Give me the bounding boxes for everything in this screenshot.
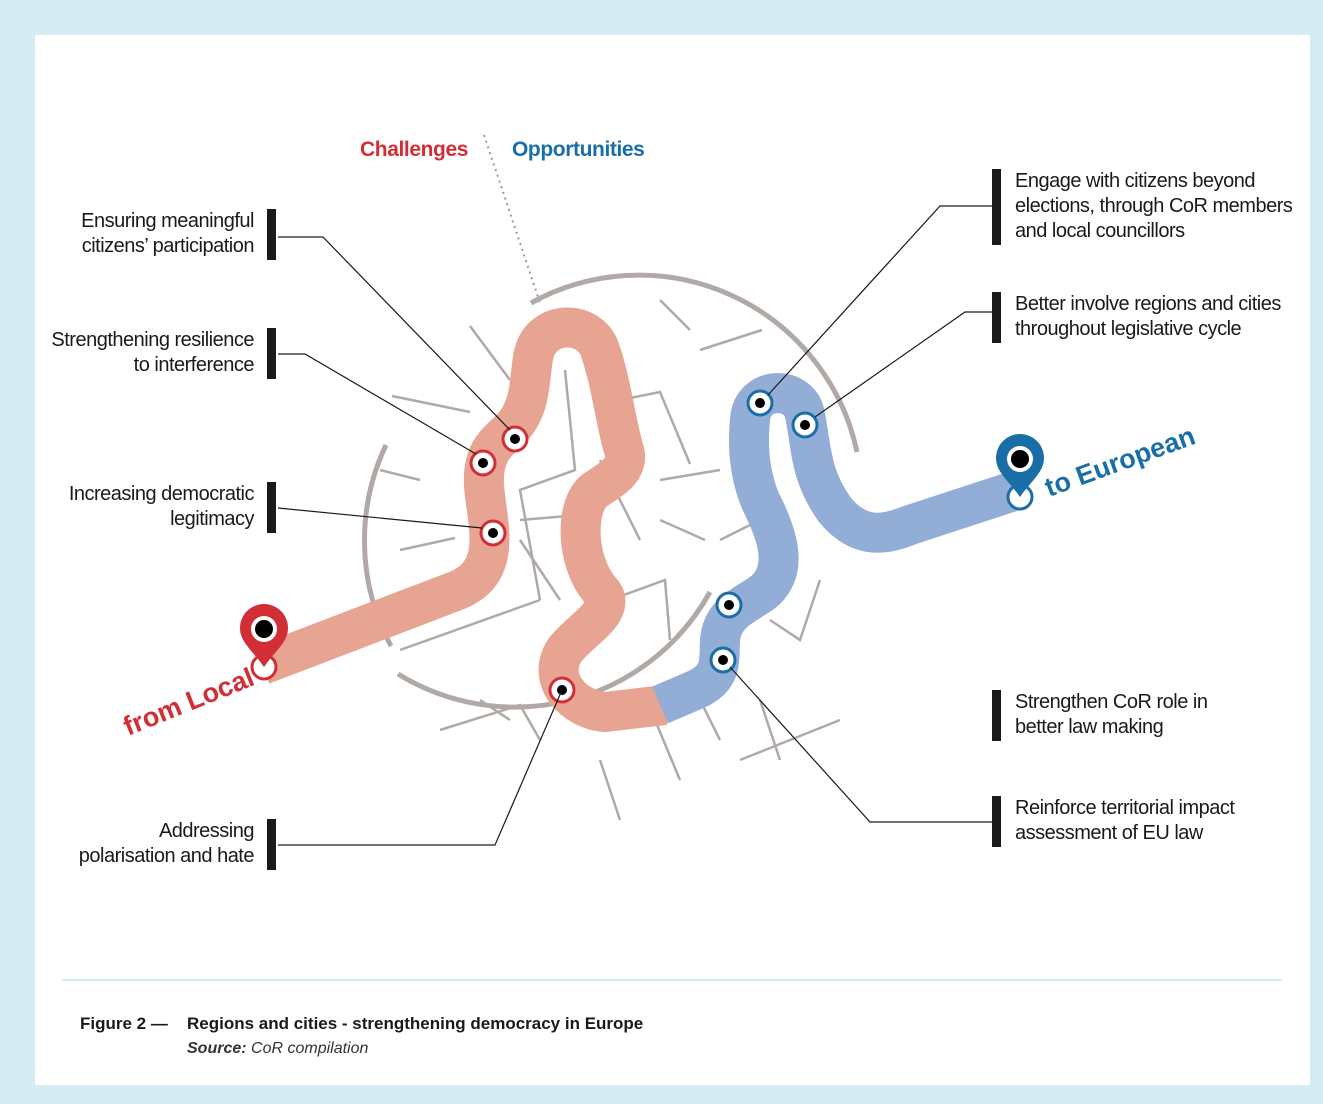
opportunity-bar — [992, 169, 1001, 245]
figure-title: Regions and cities - strengthening democ… — [187, 1014, 644, 1033]
map-pin-icon — [996, 434, 1044, 511]
end-label: to European — [1041, 421, 1199, 503]
opportunities-heading: Opportunities — [512, 138, 645, 161]
challenges-path — [254, 307, 668, 732]
challenge-label-resilience: Strengthening resilience to interference — [51, 329, 254, 376]
challenge-bar — [267, 209, 276, 260]
challenges-heading: Challenges — [360, 138, 469, 161]
leader-lines — [277, 205, 992, 846]
opportunity-label-law-making: Strengthen CoR role in better law making — [1015, 691, 1208, 738]
challenge-label-polarisation: Addressing polarisation and hate — [78, 820, 255, 867]
opportunity-label-involve: Better involve regions and cities throug… — [1015, 293, 1281, 340]
source-label: Source: — [187, 1040, 247, 1057]
caption-divider — [62, 979, 1282, 981]
opportunity-label-engage: Engage with citizens beyond elections, t… — [1015, 170, 1293, 242]
challenge-label-participation: Ensuring meaningful citizens’ participat… — [81, 210, 254, 257]
start-label: from Local — [119, 662, 258, 742]
source-text: CoR compilation — [246, 1040, 369, 1057]
challenge-bar — [267, 819, 276, 870]
map-pin-icon — [240, 604, 288, 681]
challenge-label-legitimacy: Increasing democratic legitimacy — [68, 483, 255, 530]
figure-panel — [35, 35, 1310, 1085]
opportunity-bar — [992, 796, 1001, 847]
opportunity-label-impact: Reinforce territorial impact assessment … — [1015, 797, 1235, 844]
opportunity-bar — [992, 690, 1001, 741]
challenge-bar — [267, 328, 276, 379]
challenge-bar — [267, 482, 276, 533]
opportunities-path — [652, 373, 1027, 724]
figure-source: Source: CoR compilation — [187, 1040, 368, 1058]
opportunity-bar — [992, 292, 1001, 343]
figure-number: Figure 2 — — [80, 1014, 168, 1033]
